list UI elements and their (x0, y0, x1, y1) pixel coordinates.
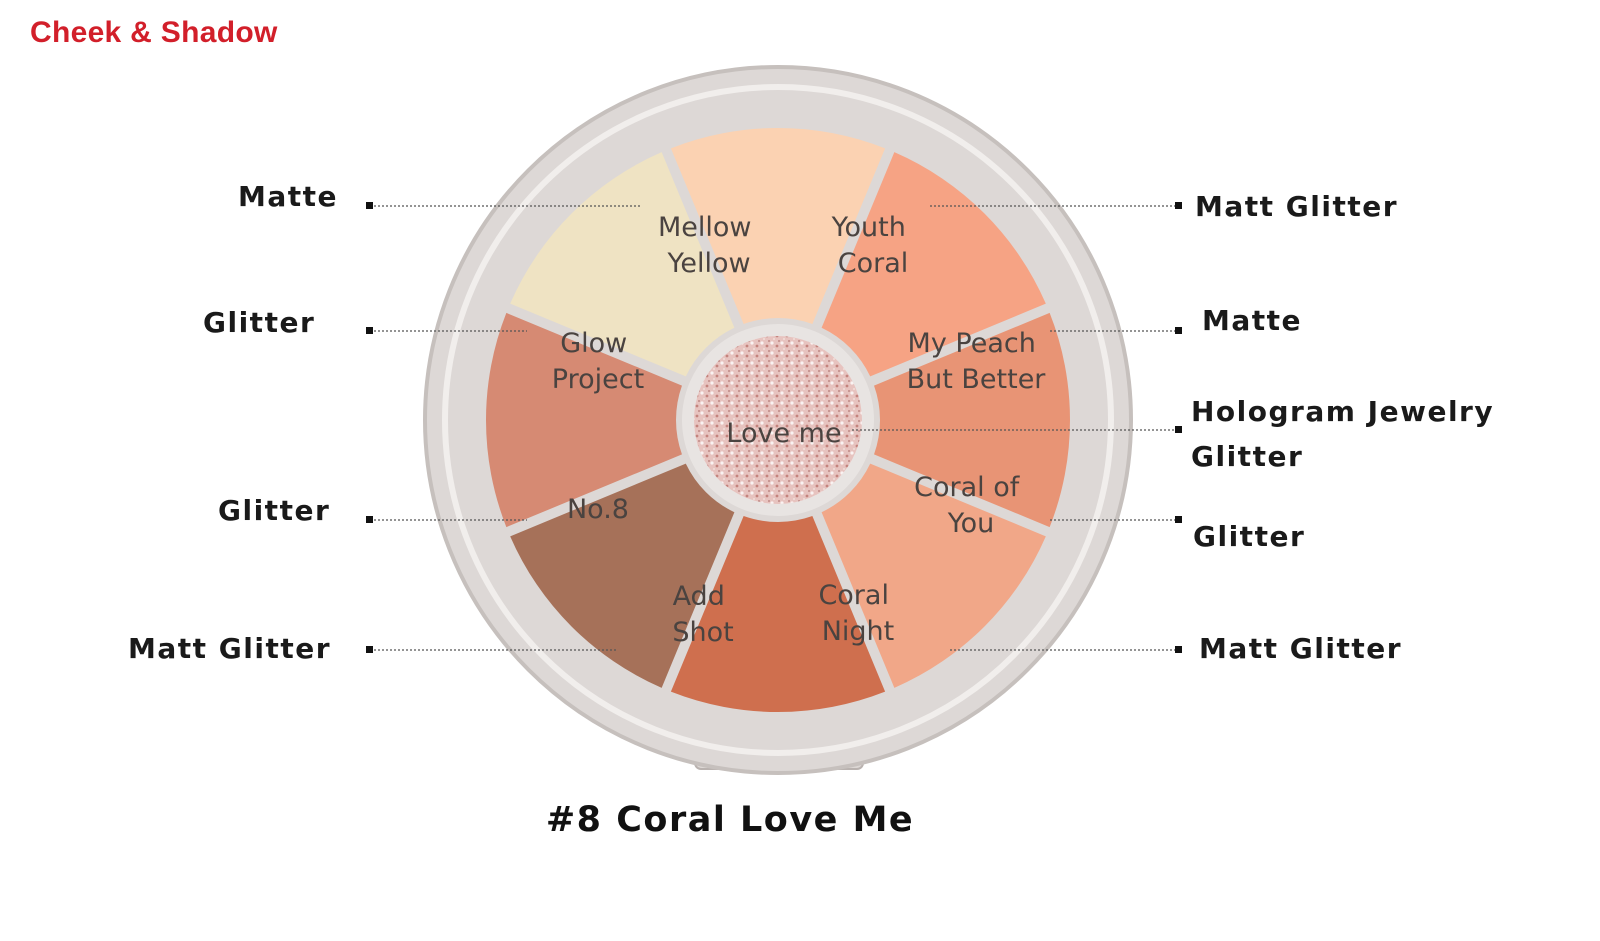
finish-label-glitter-right-lower: Glitter (1193, 520, 1306, 553)
pan-add-shot (510, 463, 735, 688)
leader-dot (1175, 516, 1182, 523)
pan-no-8 (486, 312, 682, 528)
shade-name-love-me: Love me (726, 418, 841, 449)
shade-name-add-shot: Add Shot (672, 581, 733, 648)
pan-youth-coral (821, 152, 1046, 377)
finish-label-matt-glitter-left: Matt Glitter (128, 632, 332, 665)
finish-label-matt-glitter-right-upper: Matt Glitter (1195, 190, 1399, 223)
pan-love-me-glitter (694, 336, 862, 504)
leader-dot (366, 202, 373, 209)
palette-rim (442, 84, 1114, 756)
finish-label-matte-right: Matte (1202, 304, 1303, 337)
leader-dot (1175, 202, 1182, 209)
shade-name-mellow-yellow: Mellow Yellow (658, 212, 760, 279)
shade-name-glow-project: Glow Project (552, 328, 644, 395)
pan-coral-of-you (821, 463, 1046, 688)
leader-dot (366, 516, 373, 523)
leader-dot (366, 646, 373, 653)
pan-mellow-yellow (670, 128, 886, 324)
leader-dot (1175, 426, 1182, 433)
finish-label-glitter-left-lower: Glitter (218, 494, 331, 527)
finish-label-matte-left: Matte (238, 180, 339, 213)
leader-dot (366, 327, 373, 334)
shade-name-no-8: No.8 (567, 494, 629, 525)
shade-name-coral-of-you: Coral of You (914, 472, 1028, 539)
header-title: Cheek & Shadow (30, 16, 278, 49)
product-title: #8 Coral Love Me (545, 800, 915, 840)
leader-dot (1175, 646, 1182, 653)
finish-label-glitter-right-upper: Glitter (1191, 440, 1304, 473)
shade-name-youth-coral: Youth Coral (831, 212, 915, 279)
pan-coral-night (670, 516, 886, 712)
finish-label-hologram-jewelry: Hologram Jewelry (1191, 395, 1495, 428)
shade-name-my-peach: My Peach But Better (907, 328, 1047, 395)
leader-dot (1175, 327, 1182, 334)
shade-name-coral-night: Coral Night (818, 580, 897, 647)
pan-glow-project (510, 152, 735, 377)
finish-label-glitter-left-upper: Glitter (203, 306, 316, 339)
pan-my-peach-but-better (874, 312, 1070, 528)
finish-label-matt-glitter-right-lower: Matt Glitter (1199, 632, 1403, 665)
